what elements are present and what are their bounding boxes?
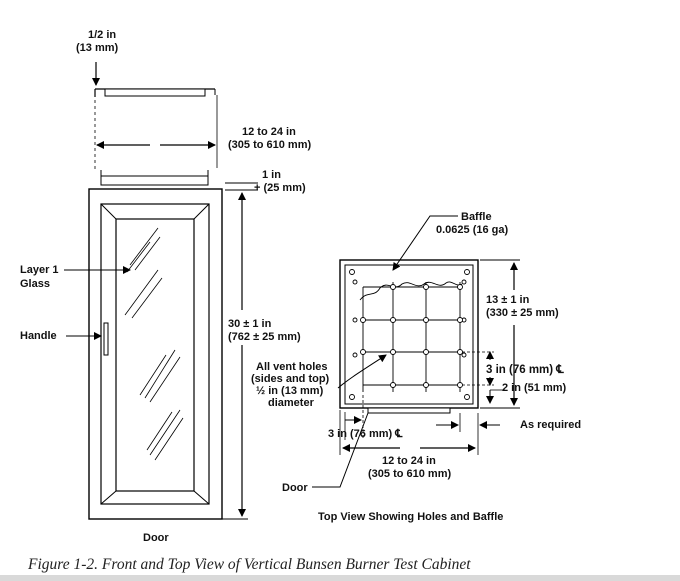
side-offset-label: 3 in (76 mm) ℄ bbox=[328, 428, 403, 440]
glass-hatching bbox=[124, 227, 184, 461]
handle-label: Handle bbox=[20, 330, 57, 342]
front-top-plate bbox=[94, 88, 216, 97]
front-door-label: Door bbox=[143, 532, 169, 544]
top-margin-label-2: (13 mm) bbox=[76, 42, 119, 54]
vent-holes-label-4: diameter bbox=[268, 397, 315, 409]
hole-spacing-label: 3 in (76 mm) ℄ bbox=[486, 363, 564, 376]
top-width-label-2: (305 to 610 mm) bbox=[368, 468, 451, 480]
front-height-dimension: 30 ± 1 in (762 ± 25 mm) bbox=[222, 192, 301, 520]
layer-glass-callout: Layer 1 Glass bbox=[20, 264, 131, 290]
edge-offset-label: 2 in (51 mm) bbox=[502, 382, 567, 394]
vent-holes-label-2: (sides and top) bbox=[251, 373, 330, 385]
baffle-label-2: 0.0625 (16 ga) bbox=[436, 224, 508, 236]
hole-spacing-dimension: 3 in (76 mm) ℄ bbox=[462, 351, 564, 386]
gap-dimension: 1 in + (25 mm) bbox=[225, 169, 306, 194]
top-door-callout: Door bbox=[282, 412, 369, 494]
bottom-bar bbox=[0, 575, 680, 581]
handle-callout: Handle bbox=[20, 330, 102, 342]
as-required-label: As required bbox=[520, 419, 581, 431]
front-width-label-1: 12 to 24 in bbox=[242, 126, 296, 138]
as-required-dimension: As required bbox=[436, 413, 581, 432]
door-handle bbox=[103, 322, 109, 356]
depth-label-1: 13 ± 1 in bbox=[486, 294, 530, 306]
top-width-dimension: 12 to 24 in (305 to 610 mm) bbox=[339, 410, 479, 480]
front-height-label-1: 30 ± 1 in bbox=[228, 318, 272, 330]
layer-glass-label-2: Glass bbox=[20, 278, 50, 290]
vent-holes-callout: All vent holes (sides and top) ½ in (13 … bbox=[251, 354, 387, 409]
figure-caption: Figure 1-2. Front and Top View of Vertic… bbox=[27, 556, 471, 573]
front-top-rail bbox=[100, 170, 209, 186]
layer-glass-label-1: Layer 1 bbox=[20, 264, 59, 276]
side-offset-dimension: 3 in (76 mm) ℄ bbox=[328, 395, 403, 440]
top-width-label-1: 12 to 24 in bbox=[382, 455, 436, 467]
corner-holes bbox=[349, 269, 470, 400]
baffle-callout: Baffle 0.0625 (16 ga) bbox=[392, 211, 508, 271]
top-view-title: Top View Showing Holes and Baffle bbox=[318, 511, 503, 523]
gap-label-2: + (25 mm) bbox=[254, 182, 306, 194]
top-margin-dimension: 1/2 in (13 mm) bbox=[76, 29, 119, 86]
front-width-dimension: 12 to 24 in (305 to 610 mm) bbox=[94, 95, 311, 170]
front-width-label-2: (305 to 610 mm) bbox=[228, 139, 311, 151]
top-margin-label-1: 1/2 in bbox=[88, 29, 116, 41]
baffle-outline bbox=[359, 281, 463, 301]
edge-offset-dimension: 2 in (51 mm) bbox=[486, 382, 567, 404]
top-view-door bbox=[367, 407, 451, 414]
top-door-label: Door bbox=[282, 482, 308, 494]
vent-holes-label-3: ½ in (13 mm) bbox=[256, 385, 324, 397]
depth-dimension: 13 ± 1 in (330 ± 25 mm) bbox=[480, 259, 559, 409]
gap-label-1: 1 in bbox=[262, 169, 281, 181]
front-door bbox=[88, 188, 223, 520]
front-view: 1/2 in (13 mm) 12 to 24 in (305 to 610 m… bbox=[20, 29, 311, 544]
vent-holes-label-1: All vent holes bbox=[256, 361, 328, 373]
front-height-label-2: (762 ± 25 mm) bbox=[228, 331, 301, 343]
vent-hole-grid bbox=[360, 282, 463, 392]
top-view: Baffle 0.0625 (16 ga) 13 ± 1 in (330 ± 2… bbox=[251, 211, 581, 523]
baffle-label-1: Baffle bbox=[461, 211, 492, 223]
depth-label-2: (330 ± 25 mm) bbox=[486, 307, 559, 319]
